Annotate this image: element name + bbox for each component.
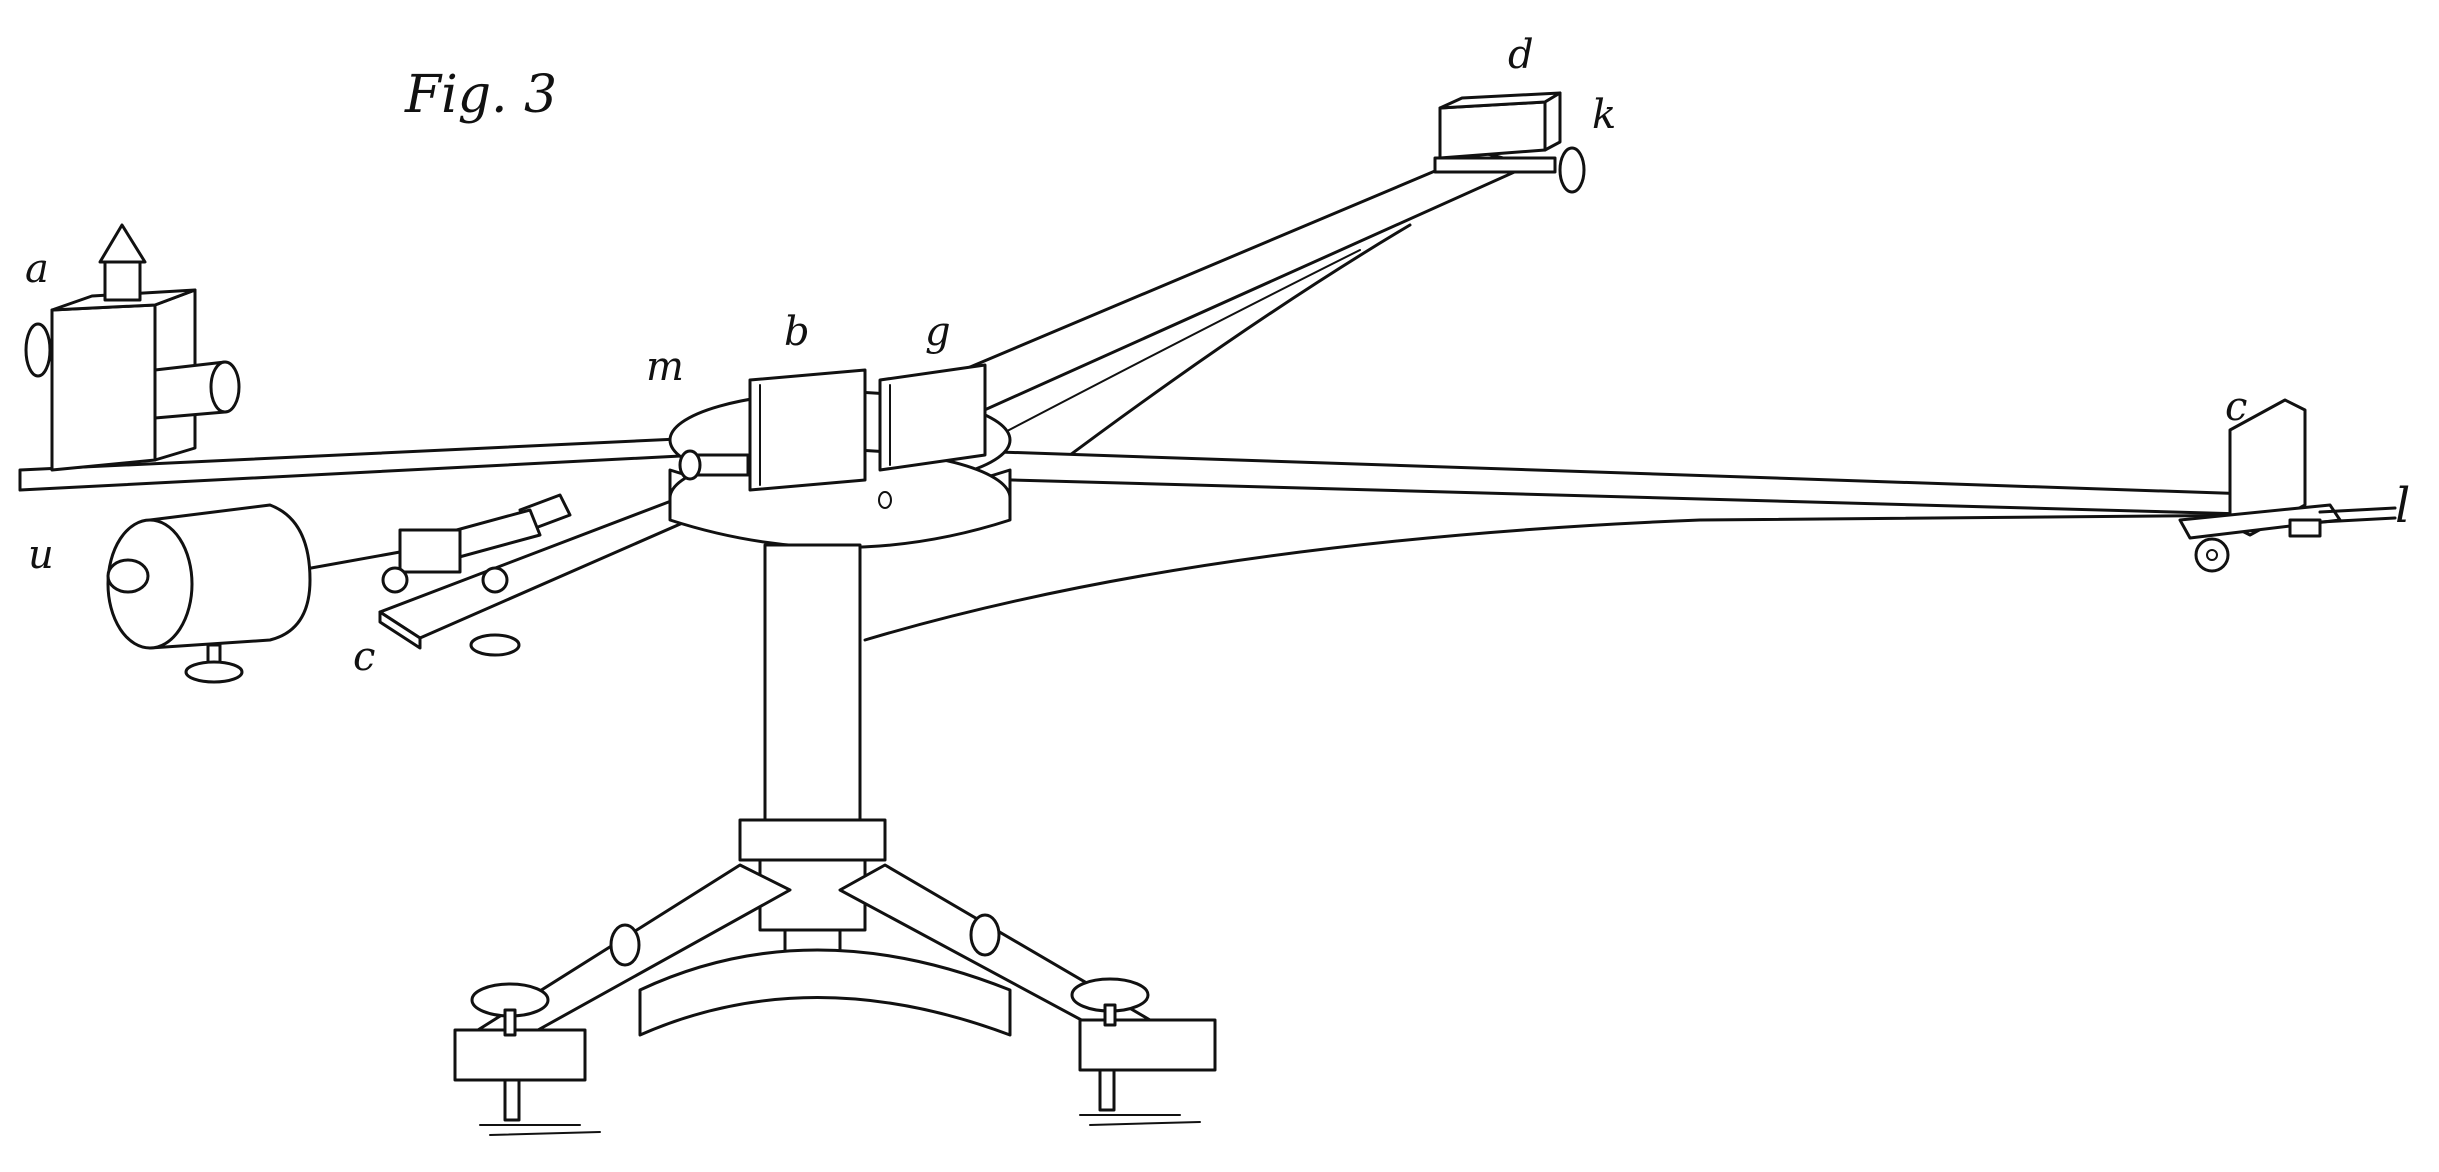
- counterweight-u: [106, 503, 312, 684]
- front-left-beam: [378, 488, 737, 650]
- label-l: l: [2395, 478, 2410, 534]
- label-d: d: [1508, 32, 1534, 78]
- pillar: [738, 543, 887, 972]
- tripod-base: [453, 863, 1217, 1136]
- beam-roller: [469, 633, 521, 657]
- plate-b: [748, 368, 867, 492]
- lamp-housing: [24, 223, 241, 472]
- mirror-c-right: [2178, 398, 2397, 573]
- label-a: a: [25, 246, 49, 292]
- plate-g: [878, 363, 987, 472]
- mirror-d: [1433, 91, 1586, 194]
- label-c-right: c: [2225, 384, 2247, 430]
- right-beam: [863, 448, 2282, 642]
- telescope: [298, 493, 572, 594]
- label-k: k: [1592, 92, 1616, 138]
- label-c-left: c: [353, 634, 375, 680]
- label-u: u: [28, 532, 54, 578]
- label-m: m: [646, 344, 684, 390]
- label-b: b: [784, 309, 810, 355]
- label-g: g: [925, 309, 951, 355]
- figure-title: Fig. 3: [404, 65, 557, 125]
